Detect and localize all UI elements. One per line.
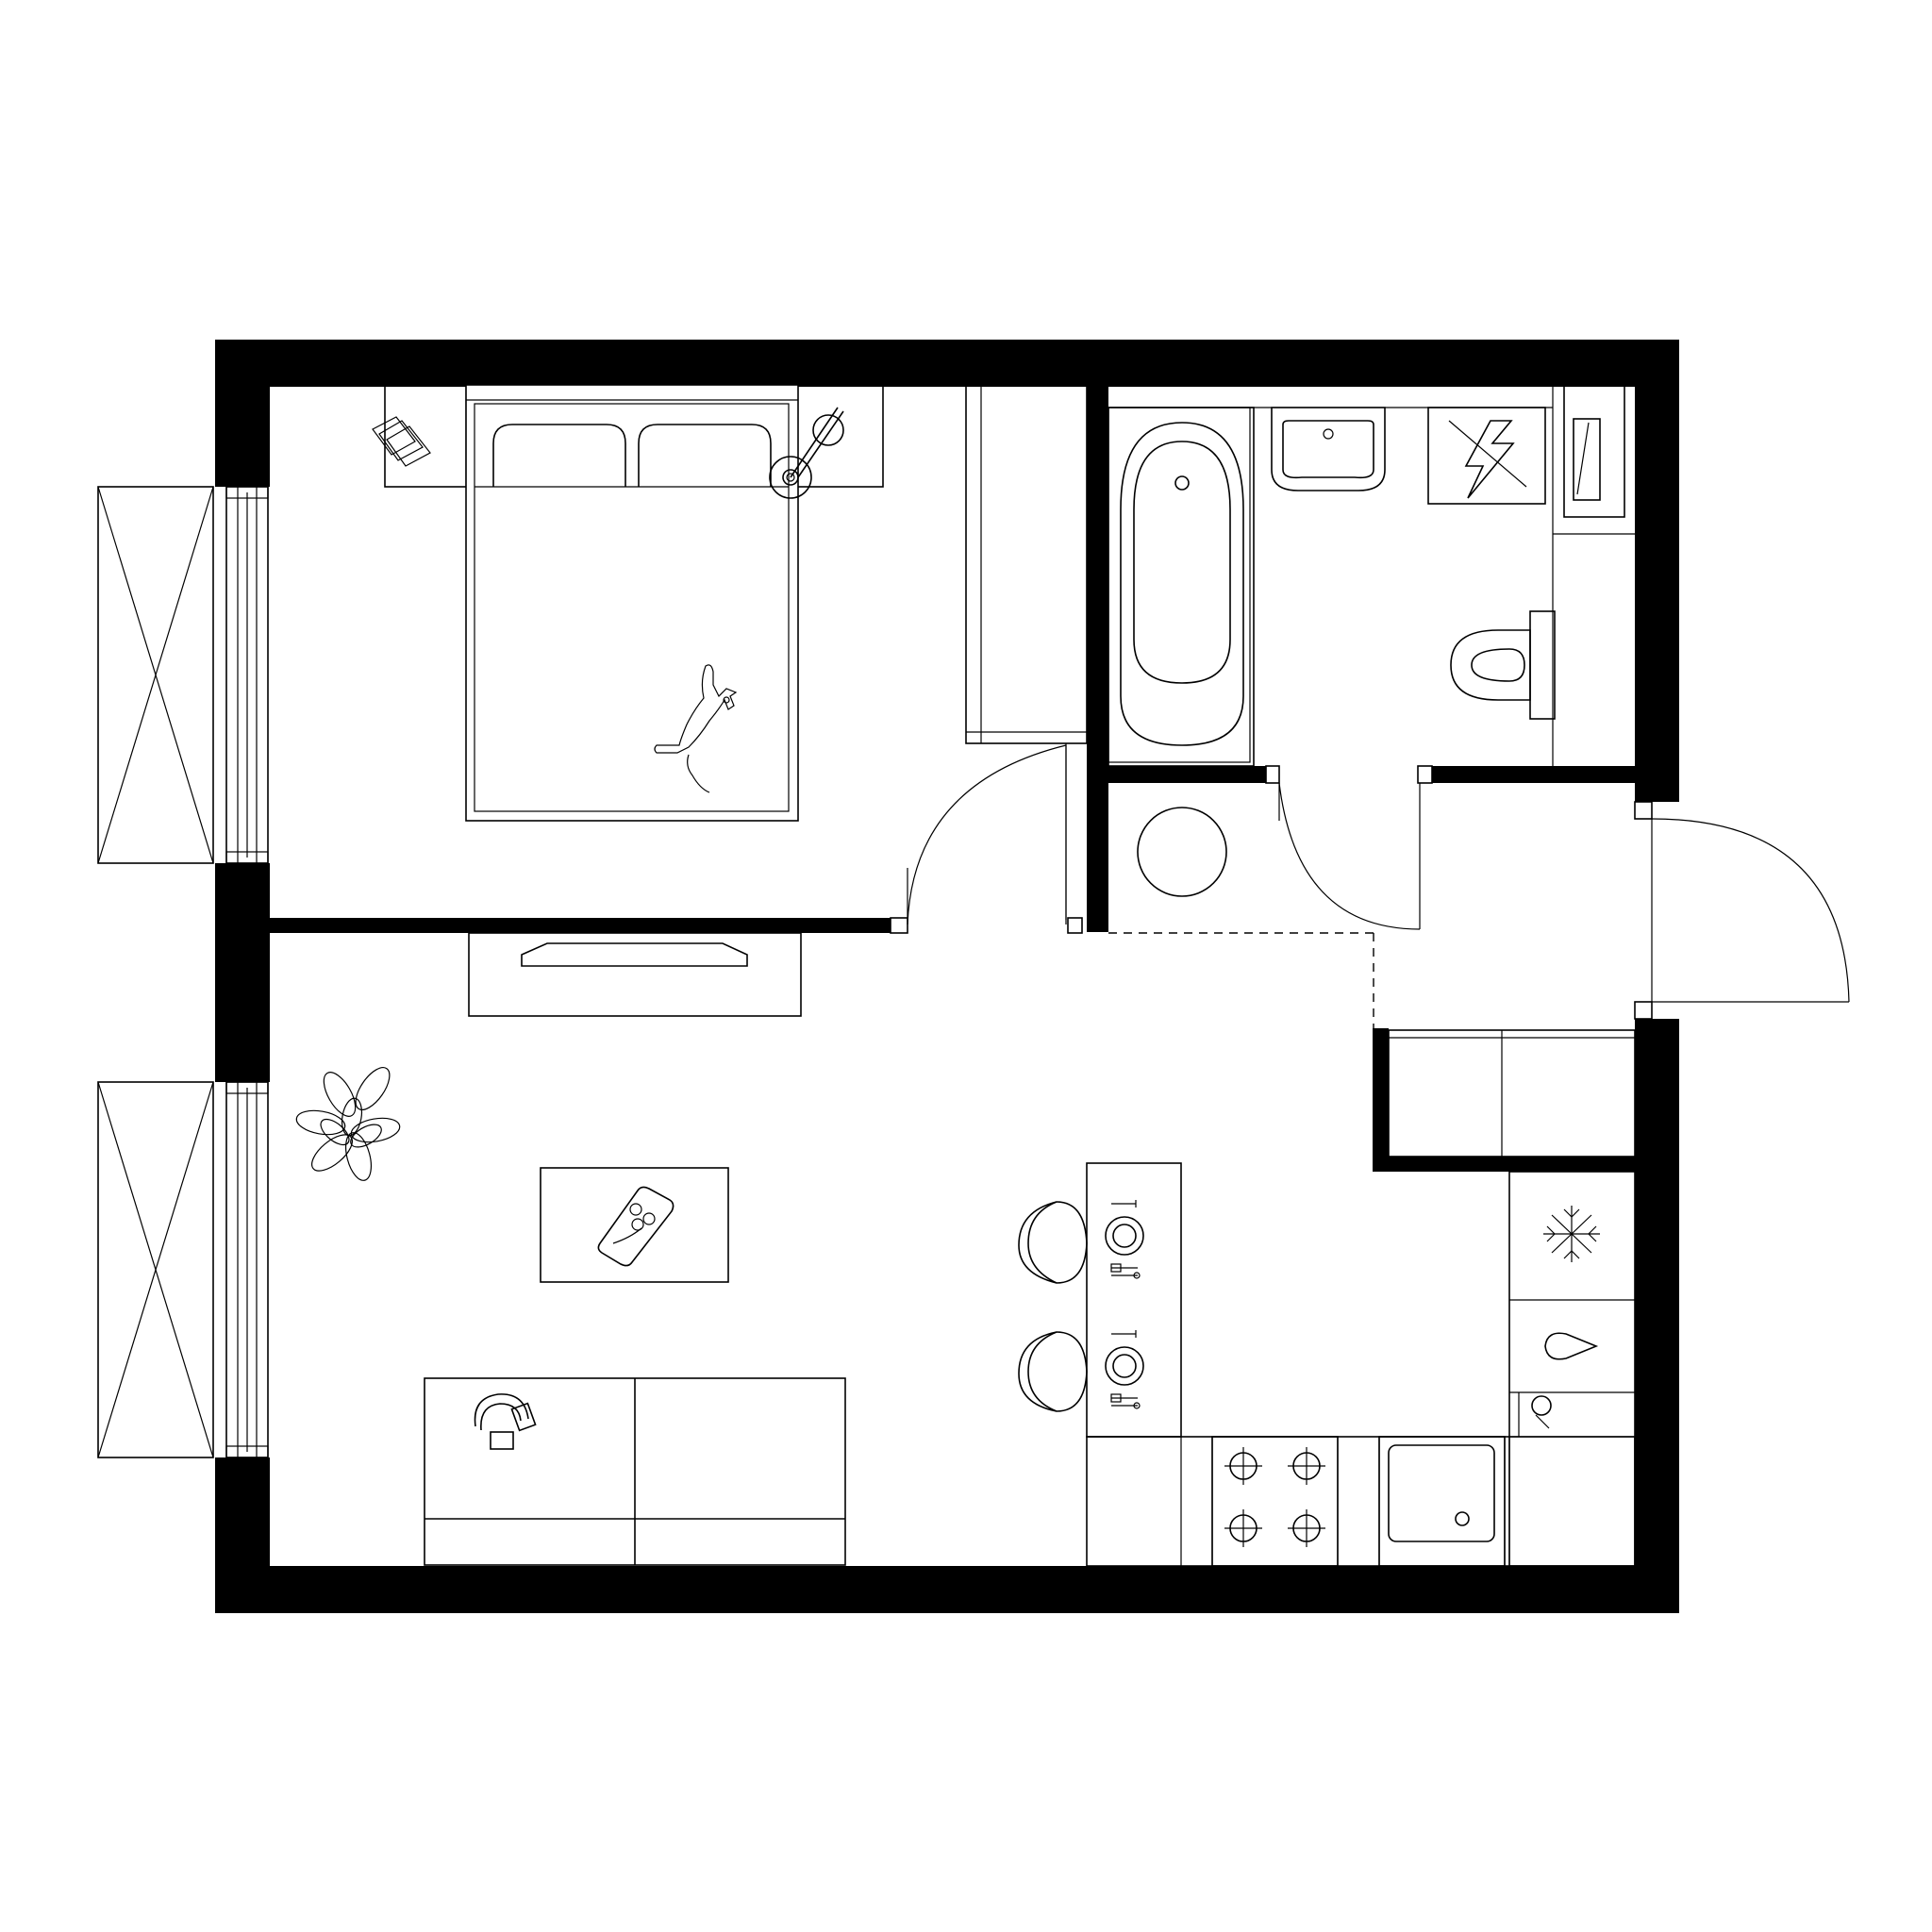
dining-chair-icon [1018,1201,1088,1284]
floor-lamp-icon [769,407,844,499]
hallway-threshold [1108,932,1374,1030]
kitchen-counter [1086,1436,1636,1567]
cup-icon [1531,1395,1552,1429]
washbasin-icon [1271,407,1386,491]
inner-walls [270,385,1635,1172]
fridge-icon [1543,1206,1600,1262]
plant-icon [295,1067,401,1181]
boiler-icon [1563,384,1625,518]
balcony-top [97,486,214,864]
tv-icon [468,932,802,1017]
outer-walls [215,340,1679,1613]
bathroom-door-swing-icon [1278,782,1421,930]
balcony-bottom [97,1081,214,1458]
cat-icon [654,664,738,793]
bed-icon [465,384,799,822]
round-table-icon [1137,807,1227,897]
window-bottom [225,1081,269,1458]
coffee-table-icon [540,1167,729,1283]
window-top [225,486,269,864]
entrance-door-swing-icon [1651,818,1850,1003]
wardrobe [965,384,1088,920]
bathtub-icon [1108,407,1255,767]
stove-icon [1211,1436,1339,1567]
sofa-icon [424,1377,846,1566]
sink-icon [1378,1436,1506,1567]
wall-caps [890,765,1653,1020]
headphones-icon [474,1393,537,1450]
washing-machine-icon [1427,407,1546,505]
water-drop-icon [1544,1332,1599,1360]
books-icon [372,416,431,467]
dining-chair-icon [1018,1331,1088,1412]
door-swing-icon [907,744,1067,925]
place-setting-icon [1105,1330,1144,1409]
kitchen-tall-cabinets [1508,1171,1636,1567]
hallway-closet [1388,1029,1636,1158]
toilet-icon [1450,610,1556,720]
place-setting-icon [1105,1200,1144,1279]
